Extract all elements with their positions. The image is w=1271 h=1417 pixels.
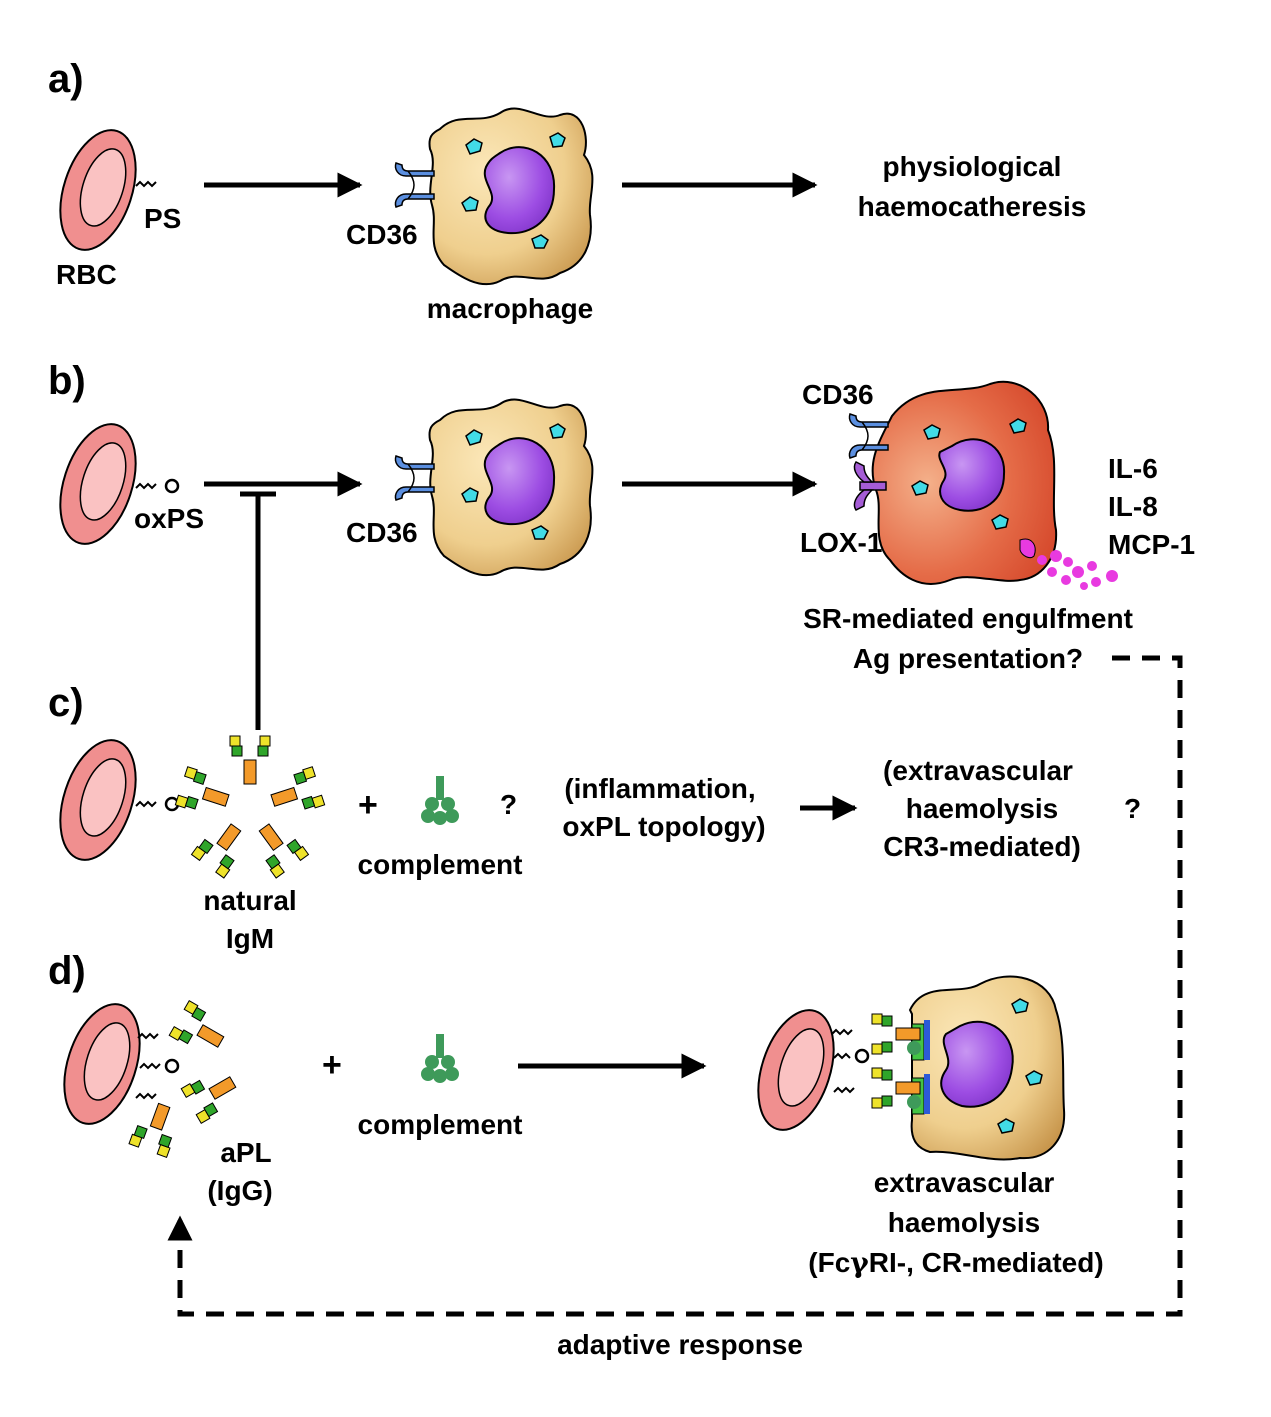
igg-antibody-1 [168, 1000, 232, 1060]
oxps-ring-e [854, 1048, 870, 1064]
lipid-d1 [137, 1032, 159, 1040]
complement-c [421, 776, 459, 825]
granule-b3 [911, 480, 929, 496]
granule-b2 [1009, 418, 1027, 434]
panel-b-letter: b) [48, 359, 86, 403]
granule-b1 [923, 424, 941, 440]
complement-label-c: complement [358, 849, 523, 880]
cd36-label-b: CD36 [346, 517, 418, 548]
condition-line2: oxPL topology) [562, 811, 765, 842]
outcome-a-line1: physiological [883, 151, 1062, 182]
plus-c: + [358, 786, 378, 824]
rbc-label: RBC [56, 259, 117, 290]
granule-d1 [1011, 998, 1029, 1014]
lox1-label: LOX-1 [800, 527, 882, 558]
nucleus-engulfing [940, 1020, 1014, 1108]
outcome-d-line1: extravascular [874, 1167, 1055, 1198]
igm-label-line2: IgM [226, 923, 274, 954]
question-c1: ? [500, 789, 517, 820]
apl-label-line2: (IgG) [207, 1175, 272, 1206]
panel-a: a) PS RBC CD36 macrophage physiological … [45, 57, 1087, 324]
ps-lipid-a [135, 180, 157, 188]
outcome-a-line2: haemocatheresis [858, 191, 1087, 222]
adaptive-response-label: adaptive response [557, 1329, 803, 1360]
rbc-engulfed [743, 999, 849, 1141]
rbc-a [45, 119, 151, 261]
outcome-d-line3: (FcγRI-, CR-mediated) [808, 1246, 1103, 1279]
outcome-b-line1: SR-mediated engulfment [803, 603, 1133, 634]
igm-pentamer [174, 735, 326, 879]
lipid-e1 [831, 1028, 853, 1036]
cd36-label-activated: CD36 [802, 379, 874, 410]
cytokine-1: IL-6 [1108, 453, 1158, 484]
adaptive-response-arrow [167, 655, 1183, 1317]
oxps-lipid-b [135, 482, 157, 490]
outcome-c-line2: haemolysis [906, 793, 1059, 824]
cytokine-3: MCP-1 [1108, 529, 1195, 560]
macrophage-a [428, 107, 594, 286]
panel-d: d) aPL (IgG) + complement [48, 949, 1104, 1279]
outcome-c-line1: (extravascular [883, 755, 1073, 786]
rbc-d [49, 993, 155, 1135]
question-c2: ? [1124, 793, 1141, 824]
oxps-ring-d [164, 1058, 180, 1074]
lipid-d3 [135, 1092, 157, 1100]
oxps-lipid-c [135, 800, 157, 808]
bound-complement-1 [907, 1041, 921, 1055]
granule-d3 [997, 1118, 1015, 1134]
outcome-d-line2: haemolysis [888, 1207, 1041, 1238]
igg-antibody-3 [128, 1098, 184, 1158]
cytokine-dots [1019, 538, 1118, 590]
macrophage-label: macrophage [427, 293, 594, 324]
lipid-e2 [833, 1052, 851, 1060]
feedback-loop: adaptive response [167, 655, 1183, 1360]
outcome-c-line3: CR3-mediated) [883, 831, 1081, 862]
ps-label: PS [144, 203, 181, 234]
complement-d [421, 1034, 459, 1083]
cytokine-2: IL-8 [1108, 491, 1158, 522]
cd36-label-a: CD36 [346, 219, 418, 250]
igm-label-line1: natural [203, 885, 296, 916]
apl-label-line1: aPL [220, 1137, 271, 1168]
cd36-receptor-a [394, 162, 435, 208]
panel-d-letter: d) [48, 949, 86, 993]
outcome-b-line2: Ag presentation? [853, 643, 1083, 674]
complement-label-d: complement [358, 1109, 523, 1140]
lipid-d2 [139, 1062, 161, 1070]
oxps-label: oxPS [134, 503, 204, 534]
panel-a-letter: a) [48, 57, 84, 101]
cd36-receptor-b [394, 455, 435, 501]
macrophage-b [428, 398, 594, 577]
lipid-e3 [833, 1086, 855, 1094]
plus-d: + [322, 1046, 342, 1084]
panel-c: c) natural IgM + ? complement (inflammat… [45, 681, 1141, 954]
panel-b: b) oxPS CD36 CD36 LOX-1 [45, 359, 1195, 730]
granule-b4 [991, 514, 1009, 530]
bound-complement-2 [907, 1095, 921, 1109]
granule-d2 [1025, 1070, 1043, 1086]
rbc-c [45, 729, 151, 871]
panel-c-letter: c) [48, 681, 84, 725]
oxps-ring-b [164, 478, 180, 494]
nucleus-activated [938, 438, 1006, 512]
igg-antibody-2 [180, 1064, 244, 1124]
condition-line1: (inflammation, [564, 773, 755, 804]
